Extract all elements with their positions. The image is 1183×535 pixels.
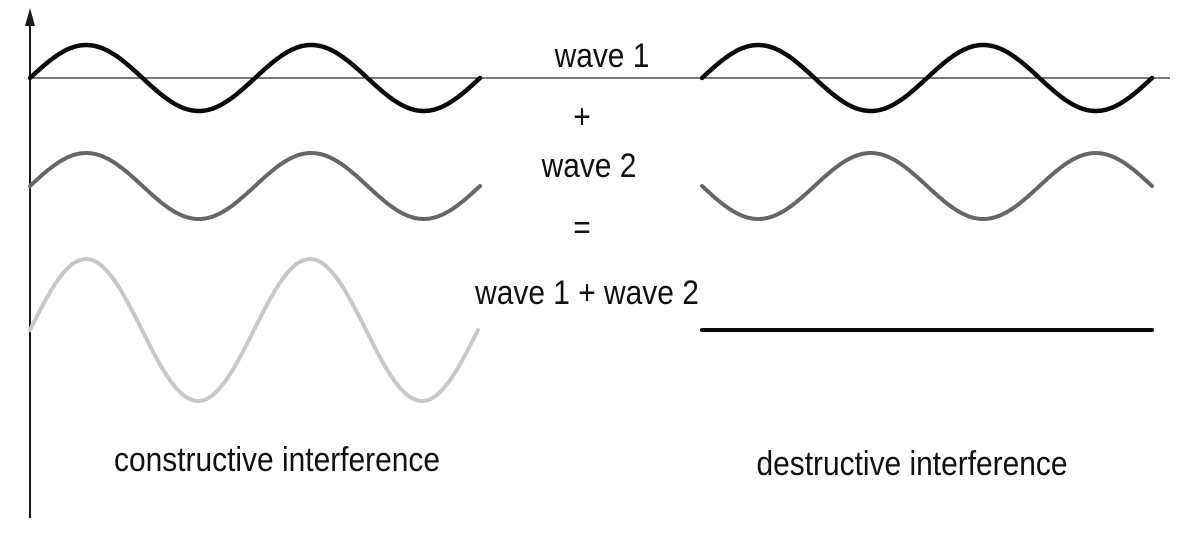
wave2-right-curve — [700, 151, 1154, 221]
sum-left-curve — [28, 257, 480, 403]
wave2-label: wave 2 — [541, 147, 637, 185]
plus-operator-label: + — [573, 98, 591, 136]
wave1-left-curve — [27, 42, 483, 114]
destructive-interference-caption: destructive interference — [756, 445, 1068, 483]
wave2-left-curve — [28, 151, 482, 221]
wave1-right-curve — [699, 42, 1155, 114]
constructive-interference-caption: constructive interference — [114, 441, 440, 479]
wave1-label: wave 1 — [554, 37, 650, 75]
sum-label: wave 1 + wave 2 — [475, 274, 699, 312]
equals-operator-label: = — [573, 209, 591, 247]
axis-arrowhead — [25, 8, 35, 26]
